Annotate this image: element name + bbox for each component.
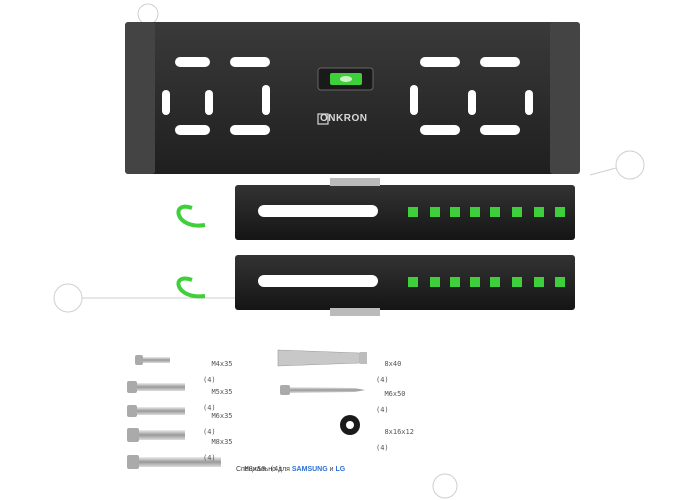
- label-8x40: 8x40 (4): [376, 352, 401, 392]
- label-spec: M5x35: [211, 388, 233, 396]
- brand-logo-text: ONKRON: [320, 113, 368, 124]
- rail-bottom: [176, 255, 575, 316]
- screw-m8x35: [127, 428, 185, 442]
- label-spec: 8x16x12: [384, 428, 414, 436]
- screw-m4x35: [135, 355, 170, 365]
- label-spec: M8x50 (4): [244, 465, 283, 473]
- label-spec: M8x35: [211, 438, 233, 446]
- label-qty: (4): [203, 454, 216, 462]
- label-m6x50: M6x50 (4): [376, 382, 406, 422]
- label-qty: (4): [376, 406, 389, 414]
- label-m8x35: M8x35 (4): [203, 430, 233, 470]
- label-qty: (4): [203, 376, 216, 384]
- note-brand-samsung: SAMSUNG: [291, 466, 328, 473]
- rail-top: [176, 178, 575, 240]
- lag-screw-m6x50: [280, 385, 365, 395]
- screw-m5x35: [127, 381, 185, 393]
- note-prefix: Специально для: [236, 466, 292, 473]
- note-joiner: и: [327, 466, 336, 473]
- label-spec: M6x35: [211, 412, 233, 420]
- washer-8x16x12: [340, 415, 360, 435]
- onkron-logo-icon: [317, 113, 329, 125]
- note-brand-lg: LG: [335, 466, 346, 473]
- label-spec: 8x40: [384, 360, 402, 368]
- label-m5x35: M5x35 (4): [203, 380, 233, 420]
- screw-m8x50: [127, 455, 221, 469]
- label-spec: M6x50: [384, 390, 406, 398]
- label-8x16x12: 8x16x12 (4): [376, 420, 414, 460]
- label-qty: (4): [376, 444, 389, 452]
- wall-plate: [125, 22, 580, 174]
- label-qty: (4): [203, 404, 216, 412]
- label-m8x50: M8x50 (4): [236, 457, 282, 473]
- screw-m6x35: [127, 405, 185, 417]
- label-qty: (4): [376, 376, 389, 384]
- compatibility-note: Специально для SAMSUNG и LG: [236, 466, 345, 473]
- label-m6x35: M6x35 (4): [203, 404, 233, 444]
- label-spec: M4x35: [211, 360, 233, 368]
- wall-anchor-8x40: [277, 349, 367, 367]
- label-qty: (4): [203, 428, 216, 436]
- label-m4x35: M4x35 (4): [203, 352, 233, 392]
